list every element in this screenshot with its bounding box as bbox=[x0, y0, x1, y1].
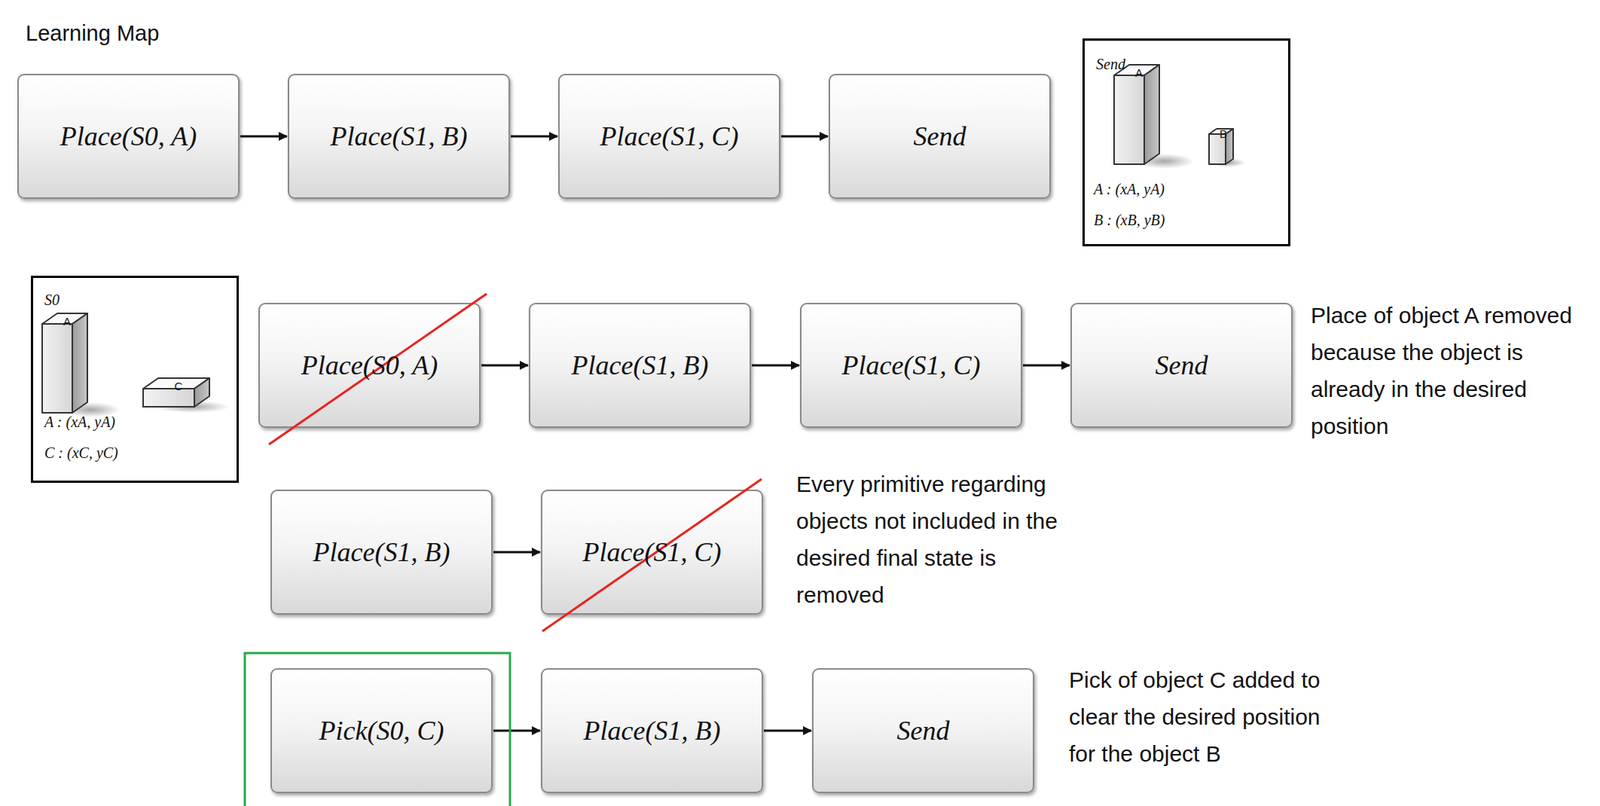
box-label: Pick(S0, C) bbox=[319, 714, 445, 747]
box-label: Send bbox=[913, 120, 967, 153]
flow-arrow bbox=[493, 729, 541, 733]
flow-arrow bbox=[240, 135, 288, 138]
process-box: Place(S1, C) bbox=[800, 302, 1023, 428]
flow-arrow bbox=[751, 364, 800, 367]
process-box: Send bbox=[828, 73, 1051, 199]
box-label: Place(S1, C) bbox=[583, 536, 722, 568]
state-frame: S0A C A : (xA, yA) C : (xC, yC) bbox=[30, 275, 239, 483]
process-box: Place(S1, C) bbox=[558, 73, 781, 199]
process-box: Place(S1, B) bbox=[270, 489, 493, 615]
flow-arrow bbox=[493, 551, 541, 554]
state-label: B : (xB, yB) bbox=[1093, 211, 1165, 230]
flow-arrow bbox=[481, 364, 529, 367]
process-box: Place(S0, A) bbox=[17, 73, 240, 199]
highlight-frame bbox=[244, 653, 510, 806]
box-label: Place(S1, B) bbox=[583, 714, 721, 747]
flow-arrow bbox=[763, 729, 812, 733]
process-box: Place(S1, B) bbox=[528, 302, 752, 428]
state-label: Send bbox=[1096, 55, 1126, 74]
note-text: Every primitive regarding objects not in… bbox=[796, 465, 1069, 614]
title-label: Learning Map bbox=[25, 19, 252, 47]
flow-arrow bbox=[781, 135, 828, 138]
box-label: Place(S1, B) bbox=[313, 536, 451, 568]
state-label: C : (xC, yC) bbox=[44, 444, 119, 462]
object-letter: A bbox=[1135, 66, 1143, 80]
process-box: Place(S1, B) bbox=[540, 668, 764, 794]
box-label: Send bbox=[897, 714, 950, 747]
flow-arrow bbox=[1022, 364, 1070, 367]
box-label: Place(S1, B) bbox=[571, 349, 709, 382]
object-letter: C bbox=[174, 379, 184, 393]
process-box: Send bbox=[812, 668, 1035, 794]
process-box: Place(S0, A) bbox=[258, 302, 481, 428]
state-frame: SendA B A : (xA, yA) B : (xB, yB) bbox=[1082, 38, 1291, 247]
object-letter: A bbox=[63, 314, 71, 328]
process-box: Place(S1, B) bbox=[287, 73, 510, 199]
state-label: A : (xA, yA) bbox=[1093, 180, 1165, 199]
box-label: Place(S0, A) bbox=[60, 120, 197, 153]
flow-arrow bbox=[510, 135, 558, 138]
object-letter: B bbox=[1219, 127, 1228, 141]
box-label: Place(S1, C) bbox=[600, 120, 739, 153]
state-label: S0 bbox=[44, 291, 60, 309]
note-text: Pick of object C added to clear the desi… bbox=[1068, 661, 1350, 773]
box-label: Place(S1, C) bbox=[842, 349, 981, 382]
box-label: Place(S0, A) bbox=[301, 349, 438, 382]
process-box: Send bbox=[1070, 302, 1293, 428]
note-text: Place of object A removed because the ob… bbox=[1310, 296, 1591, 445]
state-label: A : (xA, yA) bbox=[44, 413, 116, 431]
process-box: Place(S1, C) bbox=[540, 489, 764, 615]
box-label: Place(S1, B) bbox=[330, 120, 468, 153]
box-label: Send bbox=[1155, 349, 1209, 382]
process-box: Pick(S0, C) bbox=[270, 668, 493, 794]
